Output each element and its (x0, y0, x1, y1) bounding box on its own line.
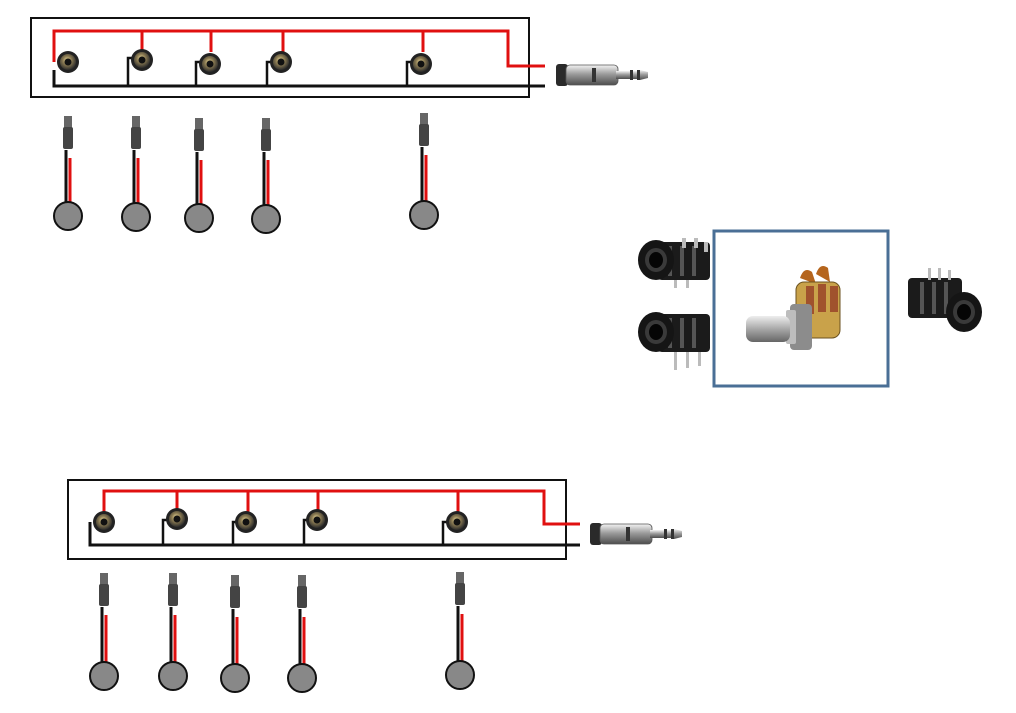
panel-jack-icon (57, 51, 79, 73)
open-frame-jack-icon (638, 238, 710, 288)
enclosure-box (30, 17, 530, 98)
piezo-pickup-icon (251, 118, 281, 234)
enclosure-box (67, 479, 567, 560)
piezo-pickup-icon (53, 116, 83, 231)
piezo-pickup-icon (220, 575, 250, 693)
hot-bus-wire (102, 489, 580, 526)
open-frame-jack-icon (638, 312, 710, 370)
bottom-wiring-diagram (67, 479, 682, 560)
piezo-pickup-icon (89, 573, 119, 691)
top-wiring-diagram (30, 17, 648, 98)
panel-jack-icon (410, 53, 432, 75)
panel-jack-icon (131, 49, 153, 71)
potentiometer-icon (746, 266, 841, 350)
stereo-plug-icon (590, 523, 682, 545)
stereo-plug-icon (556, 64, 648, 86)
piezo-pickup-icon (121, 116, 151, 232)
panel-jack-icon (270, 51, 292, 73)
panel-jack-icon (235, 511, 257, 533)
panel-jack-icon (93, 511, 115, 533)
panel-jack-icon (306, 509, 328, 531)
bottom-pickups (89, 572, 475, 693)
parts-panel (638, 229, 982, 388)
parts-frame (712, 229, 890, 388)
piezo-pickup-icon (445, 572, 475, 690)
panel-jack-icon (166, 508, 188, 530)
top-pickups (53, 113, 439, 234)
piezo-pickup-icon (287, 575, 317, 693)
piezo-pickup-icon (409, 113, 439, 230)
piezo-pickup-icon (158, 573, 188, 691)
open-frame-jack-icon (908, 268, 982, 332)
ground-bus-wire (52, 70, 545, 88)
piezo-pickup-icon (184, 118, 214, 233)
panel-jack-icon (446, 511, 468, 533)
ground-bus-wire (88, 522, 580, 547)
panel-jack-icon (199, 53, 221, 75)
hot-bus-wire (52, 29, 545, 68)
